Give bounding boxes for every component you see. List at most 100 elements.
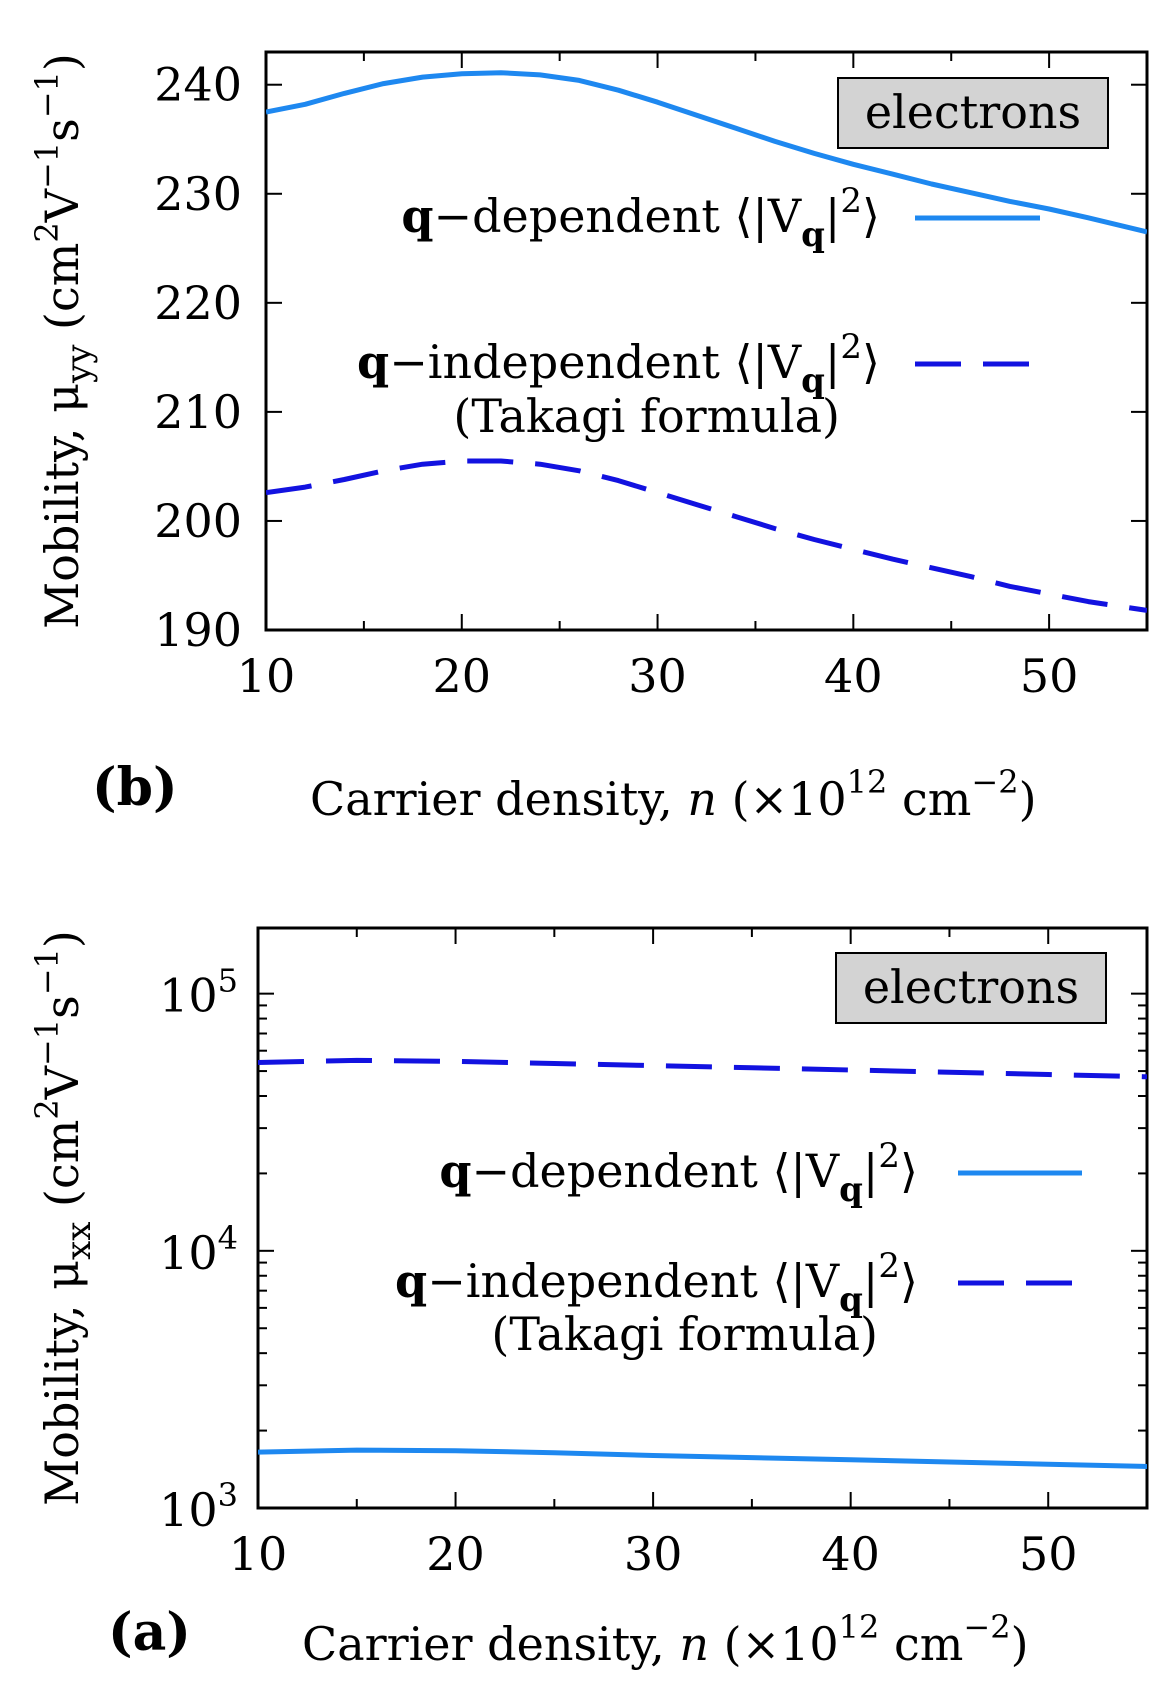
legend-superscript: 2 [878, 1136, 900, 1176]
y-label-close: ) [35, 53, 89, 71]
x-label-prefix: Carrier density, [302, 1617, 679, 1671]
y-tick-base: 10 [159, 1483, 218, 1537]
x-tick-label: 10 [237, 649, 296, 703]
x-tick-label: 40 [821, 1527, 880, 1581]
x-axis-label: Carrier density, n (×1012 cm−2) [310, 763, 1037, 826]
x-label-exp: 12 [839, 1608, 880, 1646]
legend-bold-q: q [439, 1144, 471, 1198]
y-tick-exponent: 4 [218, 1219, 238, 1257]
x-label-unit: cm [887, 772, 971, 826]
y-tick-exponent: 3 [218, 1476, 238, 1514]
x-label-exp2: −2 [971, 763, 1018, 801]
y-tick-label: 105 [159, 962, 238, 1023]
y-tick-label: 200 [154, 494, 242, 548]
x-tick-label: 30 [624, 1527, 683, 1581]
x-tick-label: 40 [824, 649, 883, 703]
y-label-close: ) [35, 930, 89, 948]
legend-bar: | [863, 1144, 879, 1198]
legend-superscript: 2 [840, 181, 862, 221]
x-tick-label: 50 [1019, 1527, 1078, 1581]
series-line-q-independent [258, 1057, 1147, 1080]
y-tick-label: 104 [159, 1219, 238, 1280]
y-tick-base: 10 [159, 969, 218, 1023]
legend-entry-q-dependent: q−dependent ⟨|Vq|2⟩ [401, 181, 880, 255]
series-line-q-independent [266, 458, 1147, 613]
y-label-v: V [35, 188, 89, 223]
electrons-label-box [837, 77, 1109, 149]
legend-bar: | [825, 335, 841, 389]
y-tick-label: 230 [154, 167, 242, 221]
legend-entry-q-dependent: q−dependent ⟨|Vq|2⟩ [439, 1136, 918, 1210]
x-label-unit: cm [879, 1617, 963, 1671]
x-tick-label: 30 [628, 649, 687, 703]
legend-bar: | [825, 189, 841, 243]
y-tick-label: 240 [154, 58, 242, 112]
y-label-subscript: yy [59, 344, 99, 384]
x-axis-label: Carrier density, n (×1012 cm−2) [302, 1608, 1029, 1671]
legend-entry-q-independent: q−independent ⟨|Vq|2⟩ [395, 1246, 918, 1320]
series-line-q-dependent [266, 70, 1147, 235]
y-tick-label: 210 [154, 385, 242, 439]
legend-subscript-q: q [839, 1280, 863, 1320]
legend-superscript: 2 [840, 327, 862, 367]
y-label-exp: −1 [28, 948, 66, 995]
y-label-exp: −1 [28, 142, 66, 189]
legend-close: ⟩ [862, 189, 880, 243]
legend-entry-takagi: (Takagi formula) [491, 1307, 878, 1361]
legend-text: −independent ⟨|V [427, 1254, 840, 1308]
y-label-prefix: Mobility, μ [35, 383, 89, 629]
y-label-exp: −1 [28, 1019, 66, 1066]
y-tick-exponent: 5 [218, 962, 238, 1000]
x-label-var: n [679, 1617, 709, 1671]
legend-text: −independent ⟨|V [389, 335, 802, 389]
legend-subscript-q: q [801, 361, 825, 401]
y-label-subscript: xx [59, 1222, 99, 1260]
y-tick-label: 220 [154, 276, 242, 330]
x-label-exp2: −2 [963, 1608, 1010, 1646]
legend-close: ⟩ [862, 335, 880, 389]
legend-superscript: 2 [878, 1246, 900, 1286]
y-tick-base: 10 [159, 1226, 218, 1280]
legend-bold-q: q [357, 335, 389, 389]
y-axis-label: Mobility, μxx (cm2V−1s−1) [28, 930, 99, 1506]
plot-frame [256, 926, 1149, 1510]
series-line-q-dependent [258, 1447, 1147, 1469]
electrons-label: electrons [865, 85, 1081, 139]
x-label-prefix: Carrier density, [310, 772, 687, 826]
electrons-label-box [835, 952, 1107, 1024]
plot-frame [264, 50, 1149, 632]
y-label-unit: (cm [35, 1120, 89, 1222]
x-tick-label: 20 [426, 1527, 485, 1581]
legend-subscript-q: q [801, 215, 825, 255]
y-label-exp: 2 [28, 222, 66, 242]
electrons-label: electrons [863, 960, 1079, 1014]
legend-bold-q: q [401, 189, 433, 243]
panel-label: (a) [108, 1602, 191, 1663]
y-label-exp: 2 [28, 1099, 66, 1119]
y-tick-label: 190 [154, 603, 242, 657]
legend-close: ⟩ [900, 1254, 918, 1308]
x-label-var: n [687, 772, 717, 826]
x-tick-label: 50 [1020, 649, 1079, 703]
panel-label: (b) [92, 757, 178, 818]
y-label-exp: −1 [28, 71, 66, 118]
y-label-s: s [35, 995, 89, 1019]
legend-entry-q-independent: q−independent ⟨|Vq|2⟩ [357, 327, 880, 401]
legend-bold-q: q [395, 1254, 427, 1308]
y-tick-label: 103 [159, 1476, 238, 1537]
legend-text: −dependent ⟨|V [472, 1144, 840, 1198]
y-label-unit: (cm [35, 243, 89, 345]
legend-subscript-q: q [839, 1170, 863, 1210]
x-label-mid: (×10 [709, 1617, 839, 1671]
x-tick-label: 20 [433, 649, 492, 703]
x-label-close: ) [1011, 1617, 1029, 1671]
y-label-v: V [35, 1065, 89, 1100]
y-label-s: s [35, 118, 89, 142]
legend-text: −dependent ⟨|V [434, 189, 802, 243]
y-axis-label: Mobility, μyy (cm2V−1s−1) [28, 53, 99, 629]
legend-bar: | [863, 1254, 879, 1308]
y-label-prefix: Mobility, μ [35, 1260, 89, 1506]
